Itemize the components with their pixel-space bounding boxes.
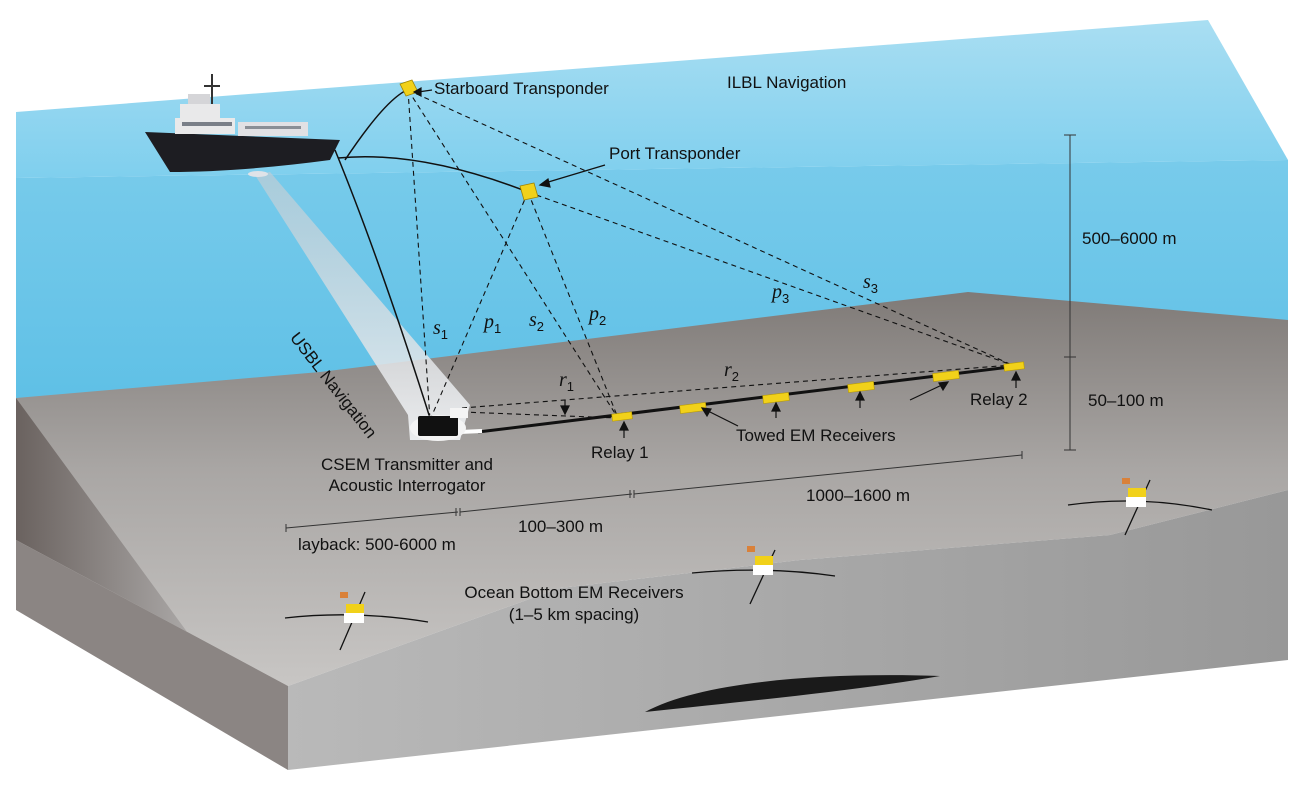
range-label-s2: s2 <box>529 309 545 335</box>
range-label-r1: r1 <box>559 369 575 395</box>
range-p3 <box>527 191 1013 366</box>
towed-receiver <box>847 381 875 393</box>
relay-height-label: 50–100 m <box>1088 391 1164 410</box>
csem-label-line2: Acoustic Interrogator <box>328 476 486 495</box>
csem-transmitter <box>410 408 468 441</box>
obem-receiver <box>1067 478 1213 536</box>
towed-receiver <box>679 402 707 414</box>
dimension-lines <box>285 134 1076 532</box>
range-p2 <box>527 191 619 419</box>
range-label-p2: p2 <box>589 303 607 329</box>
obem-receiver <box>284 591 429 651</box>
range-label-p1: p1 <box>484 311 502 337</box>
towed-receivers <box>611 361 1025 422</box>
relay-2-label: Relay 2 <box>970 390 1028 409</box>
starboard-tether <box>344 89 408 161</box>
obem-label-line2: (1–5 km spacing) <box>508 605 640 624</box>
seafloor-surface <box>16 292 1288 686</box>
tow-cable <box>334 149 431 419</box>
port-transponder-label: Port Transponder <box>609 144 741 163</box>
relay-1-unit <box>611 411 633 422</box>
range-s1 <box>407 89 431 421</box>
towed-array-cable <box>477 364 1019 434</box>
range-label-s3: s3 <box>863 271 879 297</box>
earth-left-fill <box>16 540 288 770</box>
towed-em-receivers-label: Towed EM Receivers <box>736 426 896 445</box>
relay-2-unit <box>1003 361 1025 372</box>
ocean-bottom-receivers <box>284 478 1213 651</box>
csem-label-line1: CSEM Transmitter and <box>321 455 493 474</box>
relay-1-label: Relay 1 <box>591 443 649 462</box>
range-label-p3: p3 <box>772 281 790 307</box>
range-label-s1: s1 <box>433 317 449 343</box>
obem-label-line1: Ocean Bottom EM Receivers <box>464 583 684 602</box>
range-s3 <box>407 89 1013 366</box>
survey-ship <box>145 74 340 177</box>
starboard-transponder-label: Starboard Transponder <box>434 79 609 98</box>
port-transponder <box>519 182 539 201</box>
earth-front-face <box>288 490 1288 770</box>
range-s2 <box>407 89 619 419</box>
towed-receiver <box>932 370 960 382</box>
obem-receiver <box>691 546 836 605</box>
ilbl-navigation-label: ILBL Navigation <box>727 73 847 92</box>
relay-offset-label: 100–300 m <box>518 517 604 536</box>
range-label-r2: r2 <box>724 359 740 385</box>
range-r2 <box>461 364 1013 409</box>
pointer-arrows <box>412 86 1021 438</box>
water-surface <box>16 20 1288 178</box>
buried-target <box>645 675 940 712</box>
receiver-span-label: 1000–1600 m <box>806 486 910 505</box>
depth-range-label: 500–6000 m <box>1082 229 1177 248</box>
transponder-tether <box>337 156 529 193</box>
towed-receiver <box>762 392 790 404</box>
layback-label: layback: 500-6000 m <box>298 535 456 554</box>
